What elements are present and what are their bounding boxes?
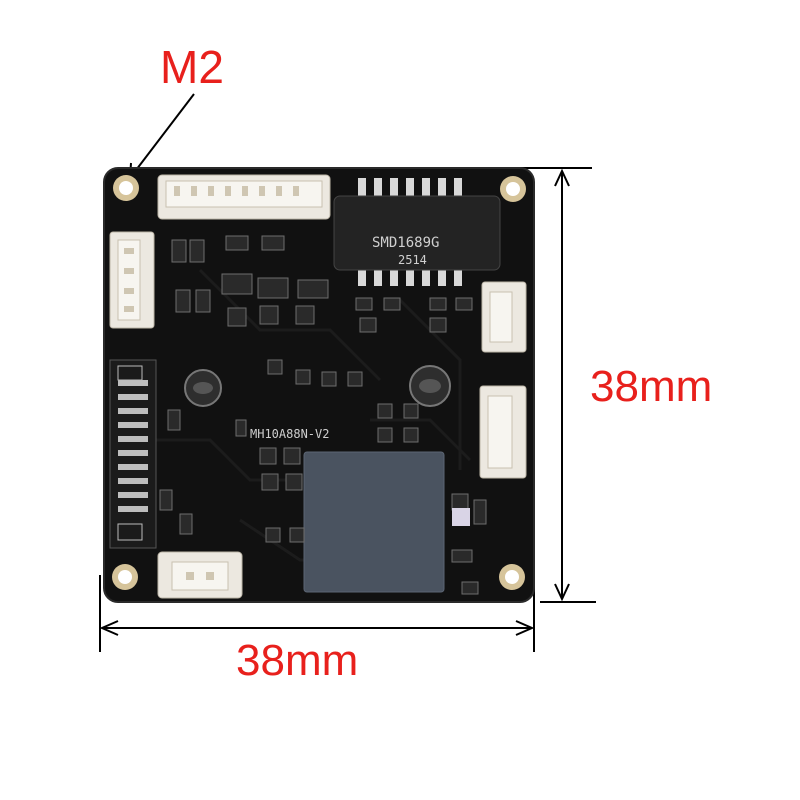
left-connector <box>109 231 155 329</box>
mount-hole-annotation: M2 <box>160 41 224 93</box>
height-dimension-label: 38mm <box>590 362 713 411</box>
status-led <box>452 508 470 526</box>
pcb-board: SMD1689G 2514 <box>103 167 535 603</box>
width-dimension-label: 38mm <box>236 636 359 685</box>
top-connector <box>157 174 331 220</box>
bottom-connector <box>157 551 243 599</box>
ethernet-transformer: SMD1689G 2514 <box>333 178 501 286</box>
mount-holes <box>112 175 526 590</box>
transformer-label-top: SMD1689G <box>372 235 439 251</box>
crystals <box>184 365 451 407</box>
right-connectors <box>479 281 527 479</box>
left-pin-header <box>109 359 157 549</box>
soc-chip <box>303 451 445 593</box>
transformer-label-bottom: 2514 <box>398 253 427 267</box>
board-model-label: MH10A88N-V2 <box>250 427 329 441</box>
smd-components <box>159 235 487 595</box>
